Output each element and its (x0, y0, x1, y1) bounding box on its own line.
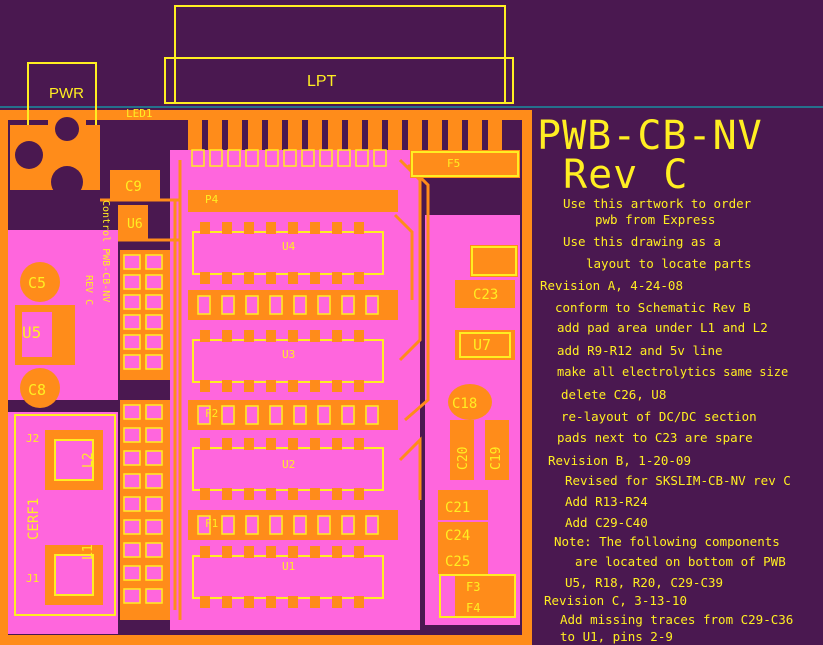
note-line: Revision C, 3-13-10 (544, 593, 687, 608)
label-c9: C9 (125, 179, 142, 195)
note-line: delete C26, U8 (561, 387, 667, 402)
note-line: Revised for SKSLIM-CB-NV rev C (565, 473, 791, 488)
resistor-rows (188, 190, 398, 540)
c23-body (455, 280, 515, 308)
u7-silk (459, 332, 511, 358)
cerf-silk (14, 414, 116, 616)
board-title: PWB-CB-NV (537, 113, 763, 159)
note-line: are located on bottom of PWB (575, 554, 786, 569)
spare-pad-block (470, 245, 518, 277)
note-line: pads next to C23 are spare (557, 430, 753, 445)
label-u2: U2 (282, 458, 295, 471)
c18-body (448, 384, 492, 420)
label-c5: C5 (28, 274, 46, 292)
fuse-block (455, 575, 515, 617)
label-c18: C18 (452, 396, 477, 412)
u6-body (118, 205, 148, 240)
c9-body (110, 170, 160, 200)
note-line: make all electrolytics same size (557, 365, 789, 379)
c8-body (20, 368, 60, 408)
label-u1: U1 (282, 560, 295, 573)
label-c24: C24 (445, 528, 470, 544)
lpt-shell (174, 5, 506, 59)
c5-body (20, 262, 60, 302)
lpt-body (174, 5, 506, 104)
top-resistor-pads (191, 149, 387, 167)
pwr-hole-2 (15, 141, 43, 169)
f5-header-silk (411, 151, 519, 177)
label-f5: F5 (447, 157, 460, 170)
strip-pads (123, 254, 163, 604)
note-line: Use this artwork to order (563, 196, 752, 211)
c21-body (438, 490, 488, 520)
note-line: layout to locate parts (586, 256, 752, 271)
label-j2: J2 (26, 432, 39, 445)
label-f2: F2 (205, 407, 218, 420)
label-l1: L1 (81, 544, 96, 560)
note-line: add pad area under L1 and L2 (557, 320, 768, 335)
label-c20: C20 (456, 447, 471, 470)
pwr-hole-3 (51, 166, 83, 198)
j1-pad-inner (54, 554, 94, 596)
lpt-fingers (188, 110, 502, 150)
c20-body (450, 420, 474, 480)
label-c25: C25 (445, 554, 470, 570)
note-line: pwb from Express (595, 212, 716, 227)
label-c21: C21 (445, 500, 470, 516)
note-line: Use this drawing as a (563, 234, 722, 249)
label-cerf1: CERF1 (26, 498, 42, 540)
label-p4: P4 (205, 193, 219, 206)
note-line: conform to Schematic Rev B (555, 300, 751, 315)
note-line: U5, R18, R20, C29-C39 (565, 575, 724, 590)
note-line: Revision B, 1-20-09 (548, 453, 691, 468)
ic-pins (200, 222, 364, 608)
label-f1: F1 (205, 517, 218, 530)
label-vertical-title: Control PWB-CB-NV (100, 200, 111, 302)
board-revision: Rev C (563, 152, 689, 198)
lpt-flange (164, 57, 514, 104)
note-line: re-layout of DC/DC section (561, 409, 757, 424)
label-u4: U4 (282, 240, 296, 253)
c24-body (438, 522, 488, 548)
label-f3: F3 (466, 580, 480, 594)
pwr-label: PWR (49, 85, 84, 102)
note-line: Note: The following components (554, 534, 780, 549)
label-c19: C19 (489, 447, 504, 470)
note-line: Add C29-C40 (565, 515, 648, 530)
resistor-row-pads (197, 295, 379, 535)
note-line: Add R13-R24 (565, 494, 648, 509)
fuse-block-silk (439, 574, 516, 618)
note-line: to U1, pins 2-9 (560, 629, 673, 644)
label-j1: J1 (26, 572, 39, 585)
f5-header (410, 150, 520, 178)
j2-pad-inner (54, 439, 94, 481)
lpt-label: LPT (307, 73, 337, 90)
label-u5: U5 (22, 323, 41, 342)
c25-body (438, 548, 488, 574)
label-led1: LED1 (126, 107, 153, 120)
label-c23: C23 (473, 287, 498, 303)
label-u6: U6 (127, 217, 143, 232)
pwr-hole-1 (55, 117, 79, 141)
label-c8: C8 (28, 381, 46, 399)
note-line: Add missing traces from C29-C36 (560, 612, 794, 627)
u7-body (455, 330, 515, 360)
label-f4: F4 (466, 601, 480, 615)
label-l2: L2 (81, 452, 96, 468)
ic-outlines (192, 231, 384, 599)
c19-body (485, 420, 509, 480)
note-line: Revision A, 4-24-08 (540, 278, 683, 293)
label-u7: U7 (473, 336, 491, 354)
note-line: add R9-R12 and 5v line (557, 343, 723, 358)
label-u3: U3 (282, 348, 295, 361)
spare-pad-block-silk (471, 246, 517, 276)
u5-inner (22, 312, 52, 357)
board-outline (0, 110, 532, 645)
label-vertical-rev: REV C (83, 275, 94, 305)
